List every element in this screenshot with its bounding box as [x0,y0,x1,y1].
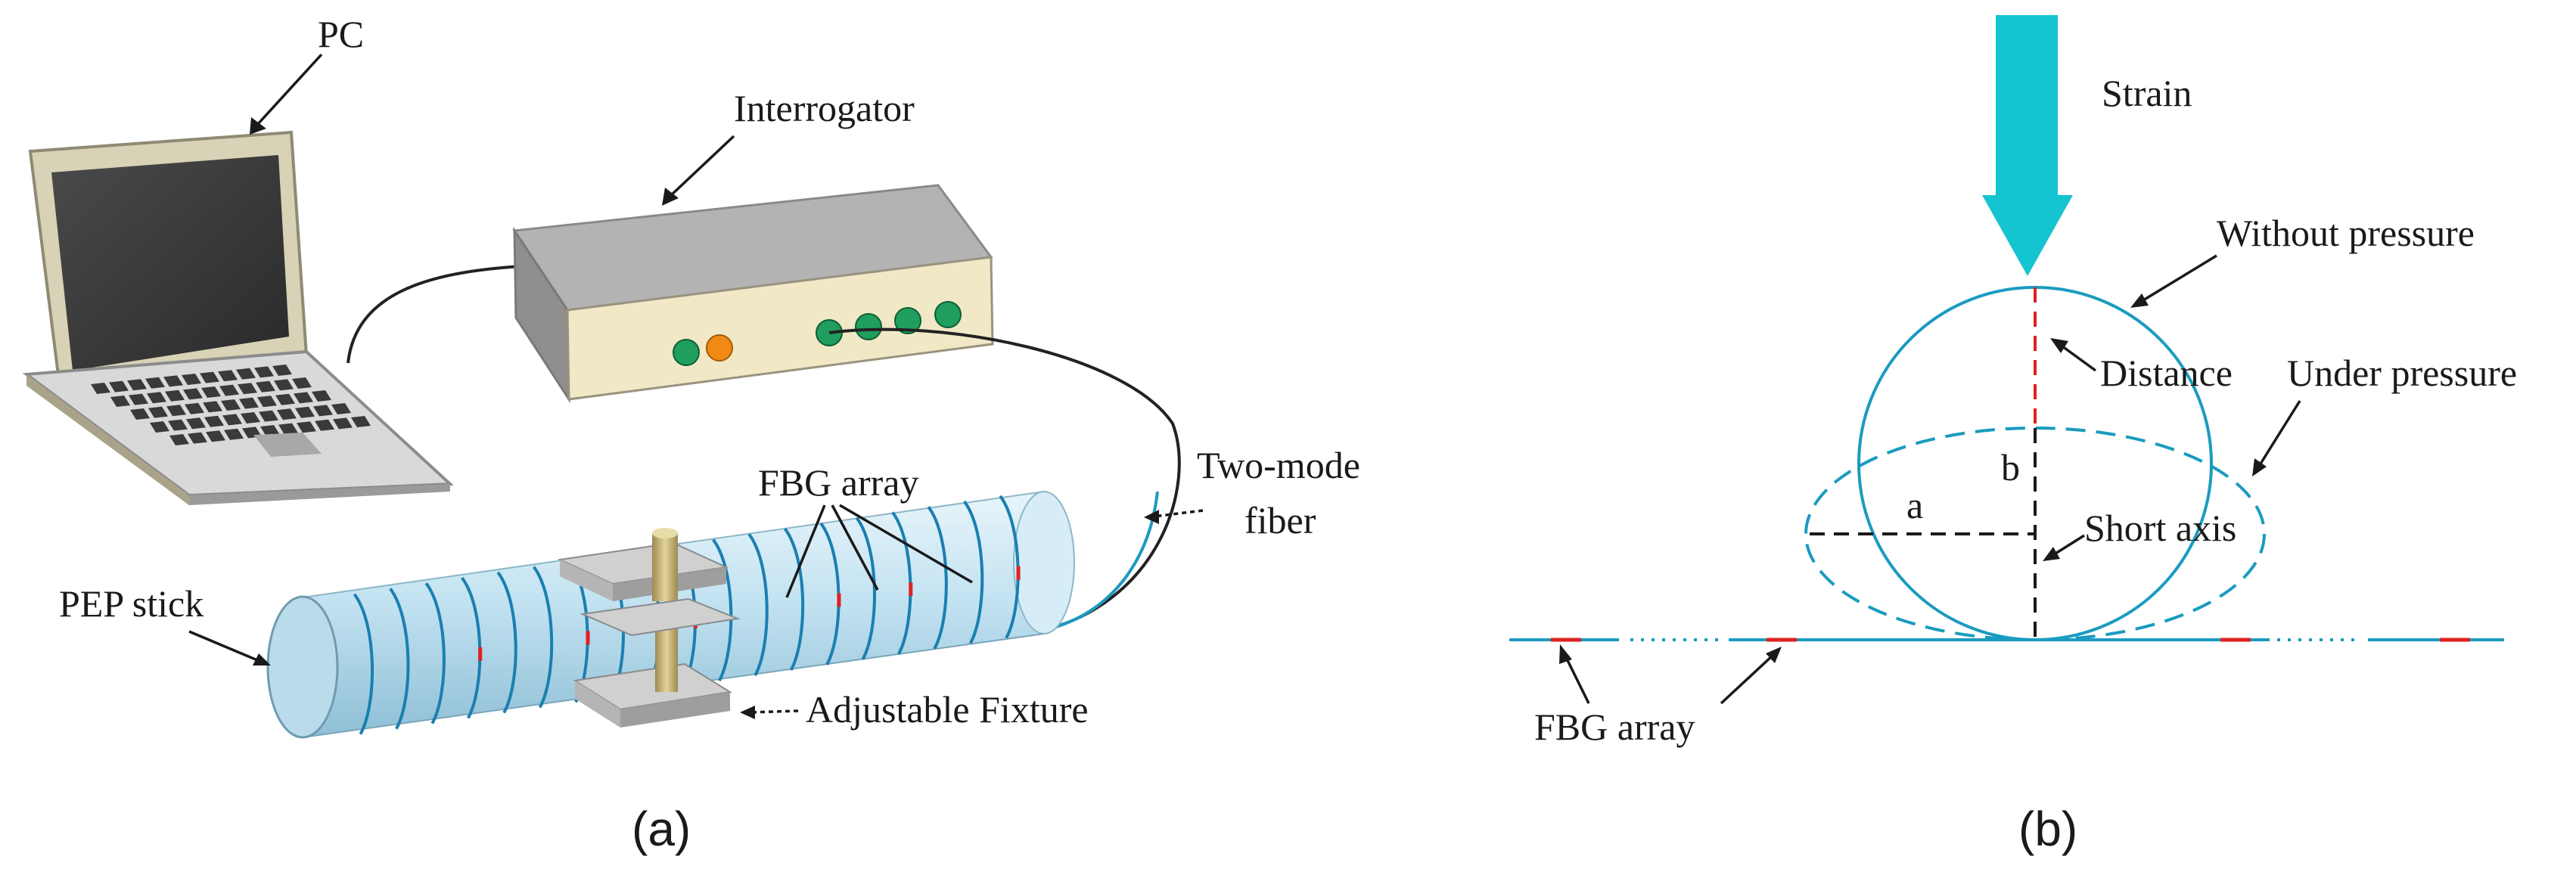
keyboard-key [274,379,294,391]
label-adjustable-fixture: Adjustable Fixture [806,688,1089,731]
fiber-winding [963,500,984,644]
keyboard-key [294,392,313,404]
keyboard-key [333,417,353,430]
keyboard-key [168,419,188,431]
label-strain: Strain [2102,72,2192,114]
keyboard-key [259,410,278,422]
keyboard-key [201,386,221,398]
led-orange [706,334,733,361]
led-green [673,339,700,366]
fiber-winding [389,588,410,730]
label-fbg-array-a: FBG array [758,461,918,504]
label-fbg-array-b: FBG array [1534,706,1695,748]
caption-a: (a) [632,802,691,856]
port-4 [934,301,962,328]
two-mode-fiber [828,327,1181,631]
keyboard-key [188,432,207,444]
panel-b: Strain a b Without pressure Distance [1509,15,2517,856]
keyboard-key [236,368,256,380]
fiber-winding [747,533,769,677]
keyboard-key [238,383,257,395]
keyboard-key [147,392,166,404]
keyboard-key [206,430,225,442]
keyboard-key [130,408,150,420]
keyboard-key [148,406,168,418]
keyboard-key [275,393,295,405]
label-pc: PC [318,13,364,55]
port-3 [894,307,921,334]
keyboard-key [129,393,148,405]
keyboard-key [110,396,130,407]
keyboard-key [256,380,275,393]
fiber-winding [855,517,876,660]
port-2 [855,313,882,340]
fiber-winding [712,538,733,682]
fiber-loop-under-pressure [1804,427,2266,641]
keyboard-key [260,425,280,436]
keyboard-key [109,380,129,393]
keyboard-key [315,419,334,431]
fiber-winding [496,571,517,714]
keyboard-key [295,406,315,418]
keyboard-key [163,375,183,387]
keyboard-key [200,371,219,383]
keyboard-key [203,401,222,413]
fiber-winding [353,593,374,735]
label-interrogator: Interrogator [734,87,915,129]
keyboard-key [221,399,241,411]
adjustable-fixture [557,528,741,728]
panel-a: PC Interrogator FBG array Two-mode fiber… [22,13,1360,856]
keyboard-key [145,377,165,389]
keyboard-key [313,405,333,417]
keyboard-key [218,370,238,382]
keyboard-key [241,412,260,424]
fiber-winding [532,566,554,709]
keyboard-key [257,396,277,408]
label-pep-stick: PEP stick [59,582,204,625]
label-short-axis: Short axis [2084,507,2236,549]
keyboard-key [186,417,206,430]
keyboard [91,365,371,445]
keyboard-key [331,403,351,414]
keyboard-key [278,423,298,435]
label-without-pressure: Without pressure [2217,212,2475,254]
keyboard-key [277,408,297,420]
interrogator-box [512,184,994,404]
keyboard-key [150,421,169,433]
label-under-pressure: Under pressure [2287,352,2517,394]
keyboard-key [204,415,224,427]
keyboard-key [222,414,242,426]
keyboard-key [272,365,292,376]
keyboard-key [185,402,204,414]
fiber-winding [783,527,805,671]
caption-b: (b) [2018,802,2077,856]
fiber-winding [927,506,948,650]
fiber-winding [424,582,446,725]
keyboard-key [169,434,189,445]
label-b: b [2001,446,2020,489]
keyboard-key [182,374,201,385]
label-two-mode-line1: Two-mode [1197,444,1360,486]
keyboard-key [239,397,259,409]
keyboard-key [297,421,316,433]
keyboard-key [224,428,244,440]
keyboard-key [351,416,371,427]
keyboard-key [312,390,331,402]
label-distance: Distance [2100,352,2233,394]
keyboard-key [165,389,185,402]
strain-arrow [1982,15,2073,276]
keyboard-key [166,405,186,417]
keyboard-key [292,377,312,389]
laptop-pc [22,130,454,505]
keyboard-key [127,379,147,391]
keyboard-key [183,388,203,400]
keyboard-key [91,383,110,394]
label-two-mode-line2: fiber [1244,499,1316,541]
keyboard-key [254,366,274,378]
label-a: a [1906,484,1923,526]
keyboard-key [219,384,239,396]
